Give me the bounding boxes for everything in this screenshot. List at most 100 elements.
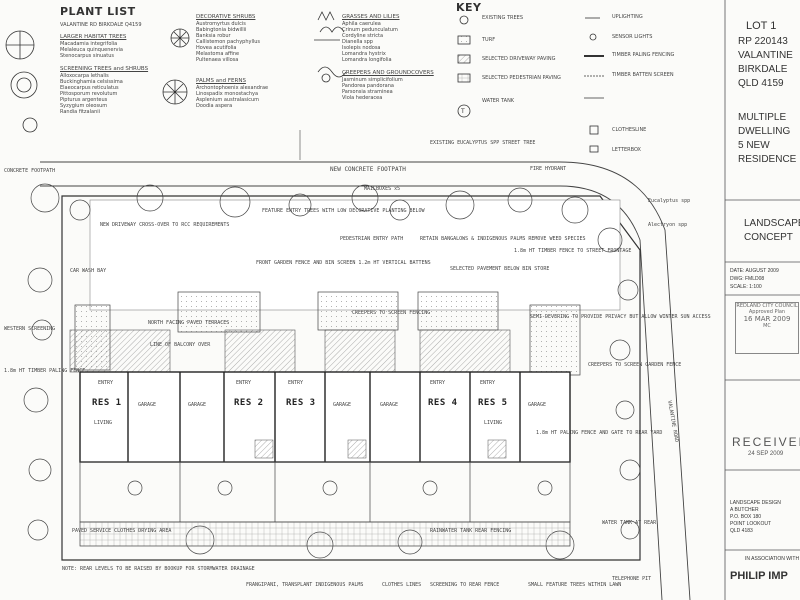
project-line: MULTIPLE: [738, 112, 787, 123]
stairs: [254, 439, 507, 459]
key-symbols: T: [457, 15, 604, 153]
entry-label: ENTRY: [288, 380, 304, 386]
plant-list-subtitle: VALANTINE RD BIRKDALE Q4159: [60, 22, 142, 28]
section-palms-ferns: PALMS and FERNS: [196, 78, 246, 84]
table-settings: [127, 480, 553, 496]
entry-label: ENTRY: [480, 380, 496, 386]
annotation: CREEPERS TO SCREEN FENCING: [352, 310, 431, 316]
key-item: SELECTED PEDESTRIAN PAVING: [482, 75, 561, 81]
plant-item: Melastoma affine: [196, 51, 240, 57]
annotation: RETAIN BANGALOWS & INDIGENOUS PALMS REMO…: [420, 236, 586, 242]
annotation: RAINWATER TANK REAR FENCING: [430, 528, 512, 534]
designer-line: A BUTCHER: [730, 507, 759, 513]
plant-item: Stenocarpus sinuatus: [60, 53, 114, 59]
drawing-title: CONCEPT: [744, 232, 793, 243]
living-label: LIVING: [94, 420, 113, 426]
project-line: RESIDENCE: [738, 154, 797, 165]
annotation: WESTERN SCREENING: [4, 326, 56, 332]
res-4-label: RES 4: [428, 398, 458, 408]
annotation: 1.8m HT PALING FENCE AND GATE TO REAR YA…: [536, 430, 663, 436]
assoc-label: IN ASSOCIATION WITH: [745, 556, 800, 562]
res-3-label: RES 3: [286, 398, 316, 408]
plant-item: Jasminum simplicifolium: [342, 77, 403, 83]
section-larger-habitat-trees: LARGER HABITAT TREES: [60, 34, 127, 40]
svg-text:T: T: [460, 108, 465, 115]
designer-line: LANDSCAPE DESIGN: [730, 500, 781, 506]
key-item: TURF: [482, 37, 496, 43]
key-title: KEY: [456, 1, 482, 14]
key-item: TIMBER PALING FENCING: [612, 52, 675, 58]
key-item: EXISTING TREES: [482, 15, 523, 21]
res-5-label: RES 5: [478, 398, 508, 408]
project-line: 5 NEW: [738, 140, 770, 151]
entry-label: ENTRY: [98, 380, 114, 386]
annotation: FRANGIPANI, TRANSPLANT INDIGENOUS PALMS: [246, 582, 364, 588]
plant-item: Pipturus argenteus: [60, 97, 108, 103]
plant-item: Hovea acutifolia: [196, 45, 237, 51]
annotation: SEMI-DEVERING TO PROVIDE PRIVACY BUT ALL…: [530, 314, 711, 320]
council-approval-stamp: REDLAND CITY COUNCIL Approved Plan 16 MA…: [735, 302, 799, 354]
annotation: LINE OF BALCONY OVER: [150, 342, 211, 348]
annotation: SMALL FEATURE TREES WITHIN LAWN: [528, 582, 622, 588]
entry-label: ENTRY: [430, 380, 446, 386]
received-date: 24 SEP 2009: [748, 451, 784, 457]
designer-line: QLD 4183: [730, 528, 753, 534]
annotation: Eucalyptus spp: [648, 198, 691, 204]
street-frontage: [40, 130, 691, 600]
living-label: LIVING: [484, 420, 503, 426]
annotation: NEW CONCRETE FOOTPATH: [330, 166, 406, 173]
annotation: 1.8m HT TIMBER PALING FENCE: [4, 368, 86, 374]
rp-label: RP 220143: [738, 36, 788, 47]
key-item: TIMBER BATTEN SCREEN: [612, 72, 674, 78]
annotation: 1.8m HT TIMBER FENCE TO STREET FRONTAGE: [514, 248, 632, 254]
date-label: DATE: AUGUST 2009: [730, 268, 779, 274]
res-1-label: RES 1: [92, 398, 122, 408]
plant-item: Aphila caerulea: [342, 21, 381, 27]
grass-symbols: [314, 11, 345, 41]
key-item: LETTERBOX: [612, 147, 641, 153]
section-decorative-shrubs: DECORATIVE SHRUBS: [196, 14, 256, 20]
plant-item: Callistemon pachyphyllus: [196, 39, 261, 45]
garage-label: GARAGE: [528, 402, 547, 408]
designer-line: P.O. BOX 180: [730, 514, 762, 520]
plant-item: Randia fitzalanii: [60, 109, 101, 115]
plant-item: Babingtonia bidwillii: [196, 27, 247, 33]
plant-item: Melaleuca quinquenervia: [60, 47, 123, 53]
annotation: FRONT GARDEN FENCE AND BIN SCREEN 1.2m H…: [256, 260, 431, 266]
decorative-shrub-symbols: [162, 28, 190, 105]
annotation: TELEPHONE PIT: [612, 576, 652, 582]
annotation: WATER TANK AT REAR: [602, 520, 657, 526]
plant-item: Macadamia integrifolia: [60, 41, 118, 47]
plant-item: Cordyline stricta: [342, 33, 384, 39]
tree-symbol-screening: [10, 71, 38, 99]
key-item: UPLIGHTING: [612, 14, 643, 20]
annotation: SCREENING TO REAR FENCE: [430, 582, 500, 588]
plant-item: Syzygium oleosum: [60, 103, 108, 109]
annotation: CLOTHES LINES: [382, 582, 422, 588]
annotation: PAVED SERVICE CLOTHES DRYING AREA: [72, 528, 172, 534]
annotation: EXISTING EUCALYPTUS SPP STREET TREE: [430, 140, 536, 146]
section-grasses-lilies: GRASSES AND LILIES: [342, 14, 400, 20]
key-item: CLOTHESLINE: [612, 127, 647, 133]
garage-label: GARAGE: [138, 402, 157, 408]
received-stamp: RECEIVED: [732, 435, 800, 449]
garage-label: GARAGE: [380, 402, 399, 408]
plant-list-symbols: [5, 11, 347, 133]
project-line: DWELLING: [738, 126, 791, 137]
approval-line: Approved Plan: [748, 309, 786, 315]
annotation: NORTH FACING PAVED TERRACES: [148, 320, 230, 326]
plant-item: Austromyrtus dulcis: [196, 21, 246, 27]
plant-item: Lomandra longifolia: [342, 57, 392, 63]
key-item: SELECTED DRIVEWAY PAVING: [482, 56, 556, 62]
garage-label: GARAGE: [333, 402, 352, 408]
street-label: VALANTINE: [738, 50, 793, 61]
site-boundary: [61, 195, 641, 561]
plant-item: Elaeocarpus reticulatus: [60, 85, 119, 91]
terraces: [69, 329, 511, 373]
annotation: CONCRETE FOOTPATH: [4, 168, 56, 174]
title-block-frame: [724, 0, 800, 600]
res-2-label: RES 2: [234, 398, 264, 408]
designer-line: POINT LOOKOUT: [730, 521, 772, 527]
rear-courtyards: [79, 461, 571, 547]
